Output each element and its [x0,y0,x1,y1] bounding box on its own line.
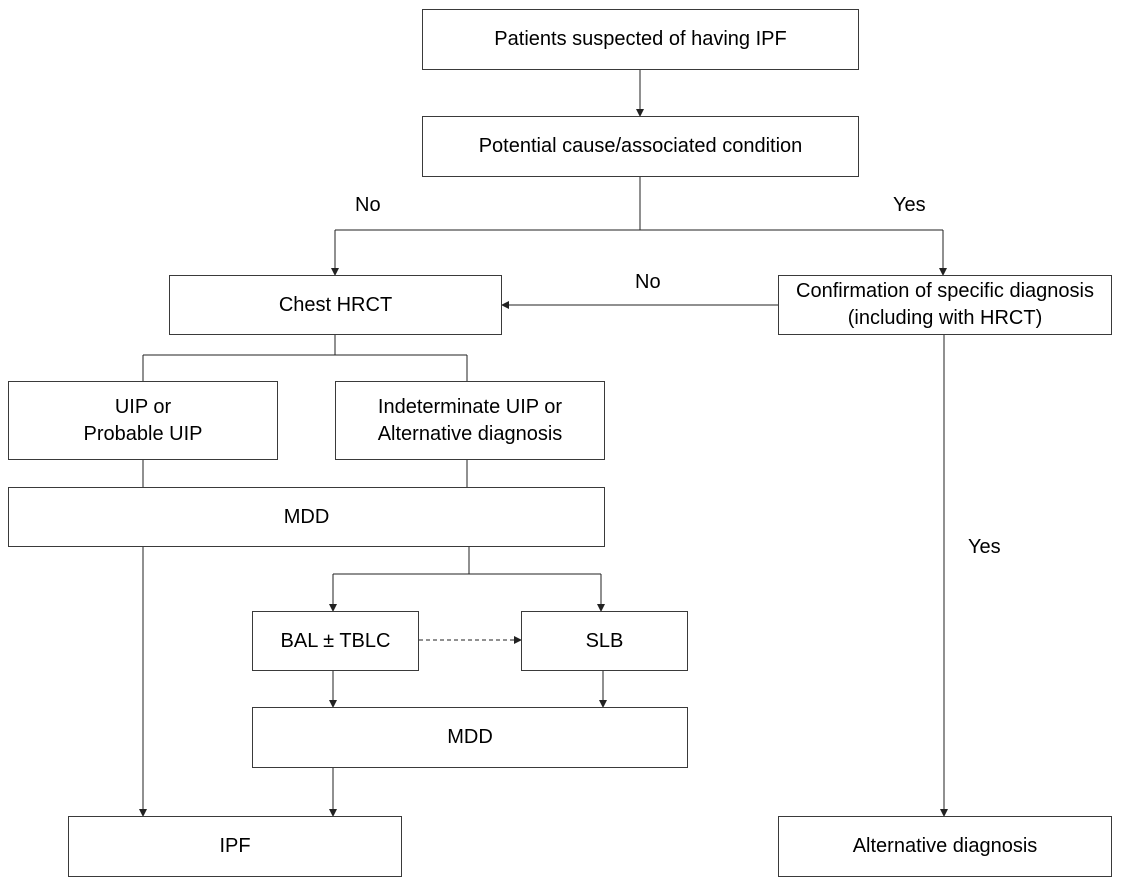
node-chest-hrct: Chest HRCT [169,275,502,335]
label-yes-down: Yes [968,536,1001,558]
node-bal-tblc: BAL ± TBLC [252,611,419,671]
node-confirmation: Confirmation of specific diagnosis (incl… [778,275,1112,335]
node-slb: SLB [521,611,688,671]
label-yes-right: Yes [893,194,926,216]
node-suspected-ipf: Patients suspected of having IPF [422,9,859,70]
node-uip-or-probable-uip: UIP or Probable UIP [8,381,278,460]
node-alternative-diagnosis: Alternative diagnosis [778,816,1112,877]
node-potential-cause: Potential cause/associated condition [422,116,859,177]
node-mdd-second: MDD [252,707,688,768]
node-indeterminate-uip: Indeterminate UIP or Alternative diagnos… [335,381,605,460]
node-ipf: IPF [68,816,402,877]
node-mdd-first: MDD [8,487,605,547]
label-no-left: No [355,194,381,216]
label-no-back: No [635,271,661,293]
